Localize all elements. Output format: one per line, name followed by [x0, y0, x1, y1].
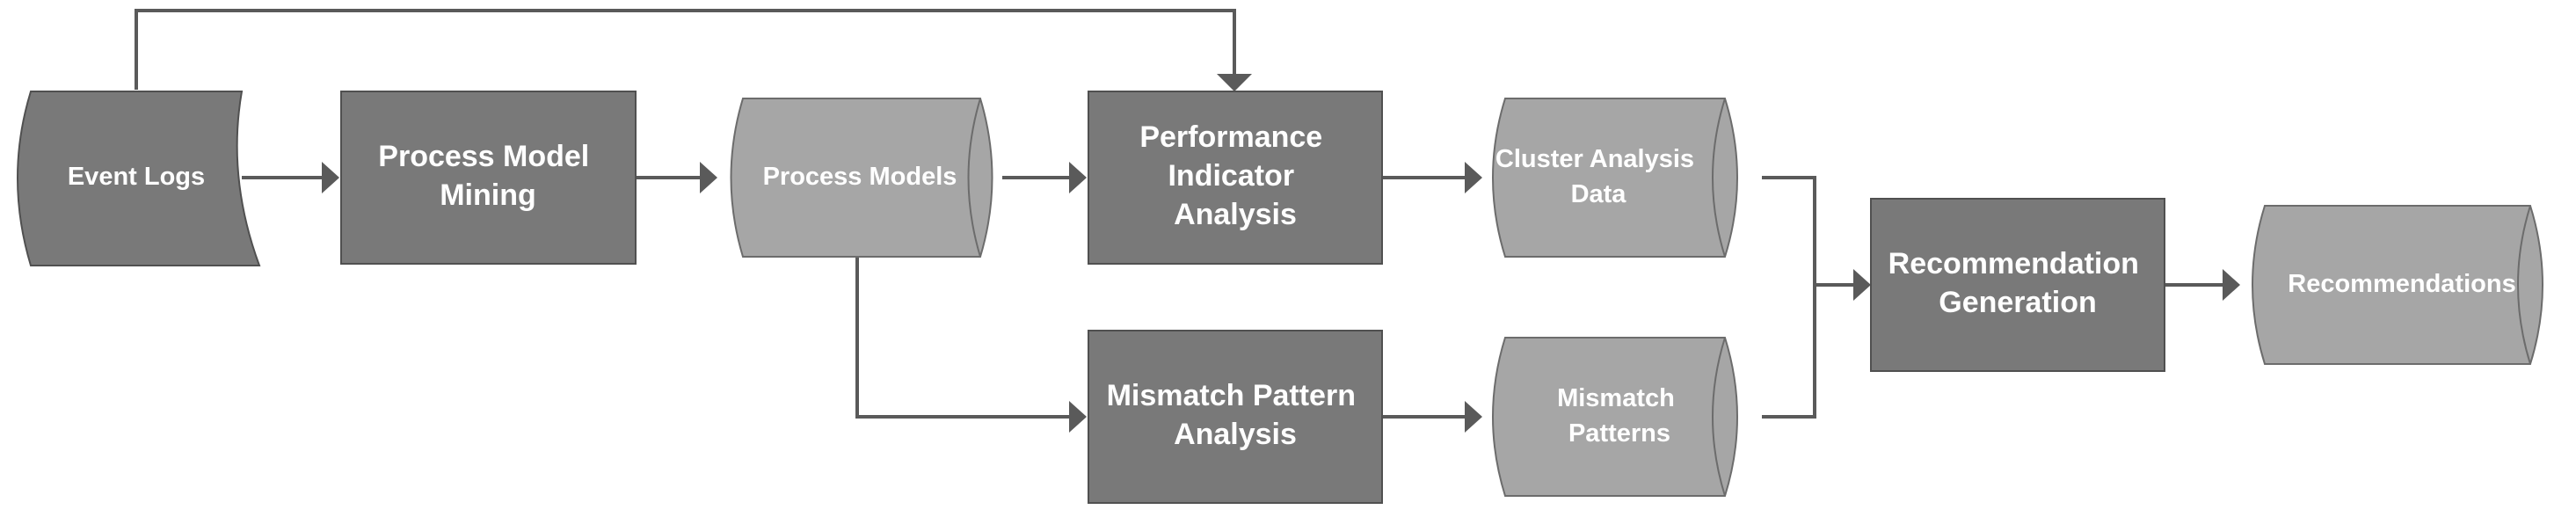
process-box [1870, 198, 2165, 372]
data-store-cap [1712, 337, 1726, 497]
arrowhead [1465, 401, 1482, 433]
arrowhead [2223, 269, 2240, 301]
edge-cluster-analysis-data-to-recommendation-generation [1762, 176, 1816, 419]
performance-indicator-analysis-label: Performance Indicator Analysis [1139, 120, 1330, 231]
node-recommendations[interactable]: Recommendations [2252, 205, 2543, 365]
event-log-shape [17, 91, 261, 266]
arrowhead [322, 162, 339, 193]
arrowhead [1069, 401, 1087, 433]
cluster-analysis-data-label: Cluster Analysis Data [1495, 145, 1701, 208]
node-process-models[interactable]: Process Models [730, 98, 993, 258]
node-mismatch-pattern-analysis[interactable]: Mismatch Pattern Analysis [1088, 330, 1383, 504]
arrowhead [1217, 74, 1252, 91]
process-box [1088, 91, 1383, 265]
edge-event-logs-to-performance-indicator-analysis [135, 9, 1236, 90]
arrowhead [700, 162, 717, 193]
mismatch-patterns-label: Mismatch Patterns [1557, 384, 1682, 448]
process-models-label: Process Models [763, 163, 957, 191]
node-event-logs[interactable]: Event Logs [17, 91, 261, 266]
arrowhead [1853, 269, 1871, 301]
data-store-cap [1712, 98, 1726, 258]
mismatch-pattern-analysis-label: Mismatch Pattern Analysis [1107, 379, 1364, 451]
arrowhead [1465, 162, 1482, 193]
node-process-model-mining[interactable]: Process Model Mining [340, 91, 637, 265]
edge-process-models-to-mismatch-pattern-analysis [855, 257, 1071, 419]
node-cluster-analysis-data[interactable]: Cluster Analysis Data [1492, 98, 1738, 258]
connectors [135, 9, 2240, 433]
process-box [1088, 330, 1383, 504]
node-mismatch-patterns[interactable]: Mismatch Patterns [1492, 337, 1738, 497]
event-logs-label: Event Logs [68, 163, 205, 191]
data-store-shape [1492, 98, 1738, 258]
node-performance-indicator-analysis[interactable]: Performance Indicator Analysis [1088, 91, 1383, 265]
arrowhead [1069, 162, 1087, 193]
data-store-shape [1492, 337, 1738, 497]
process-model-mining-label: Process Model Mining [378, 140, 597, 212]
data-store-cap [967, 98, 981, 258]
recommendations-label: Recommendations [2288, 270, 2515, 298]
recommendation-generation-label: Recommendation Generation [1888, 247, 2148, 319]
data-store-cap [2517, 205, 2531, 365]
process-box [340, 91, 637, 265]
node-recommendation-generation[interactable]: Recommendation Generation [1870, 198, 2165, 372]
